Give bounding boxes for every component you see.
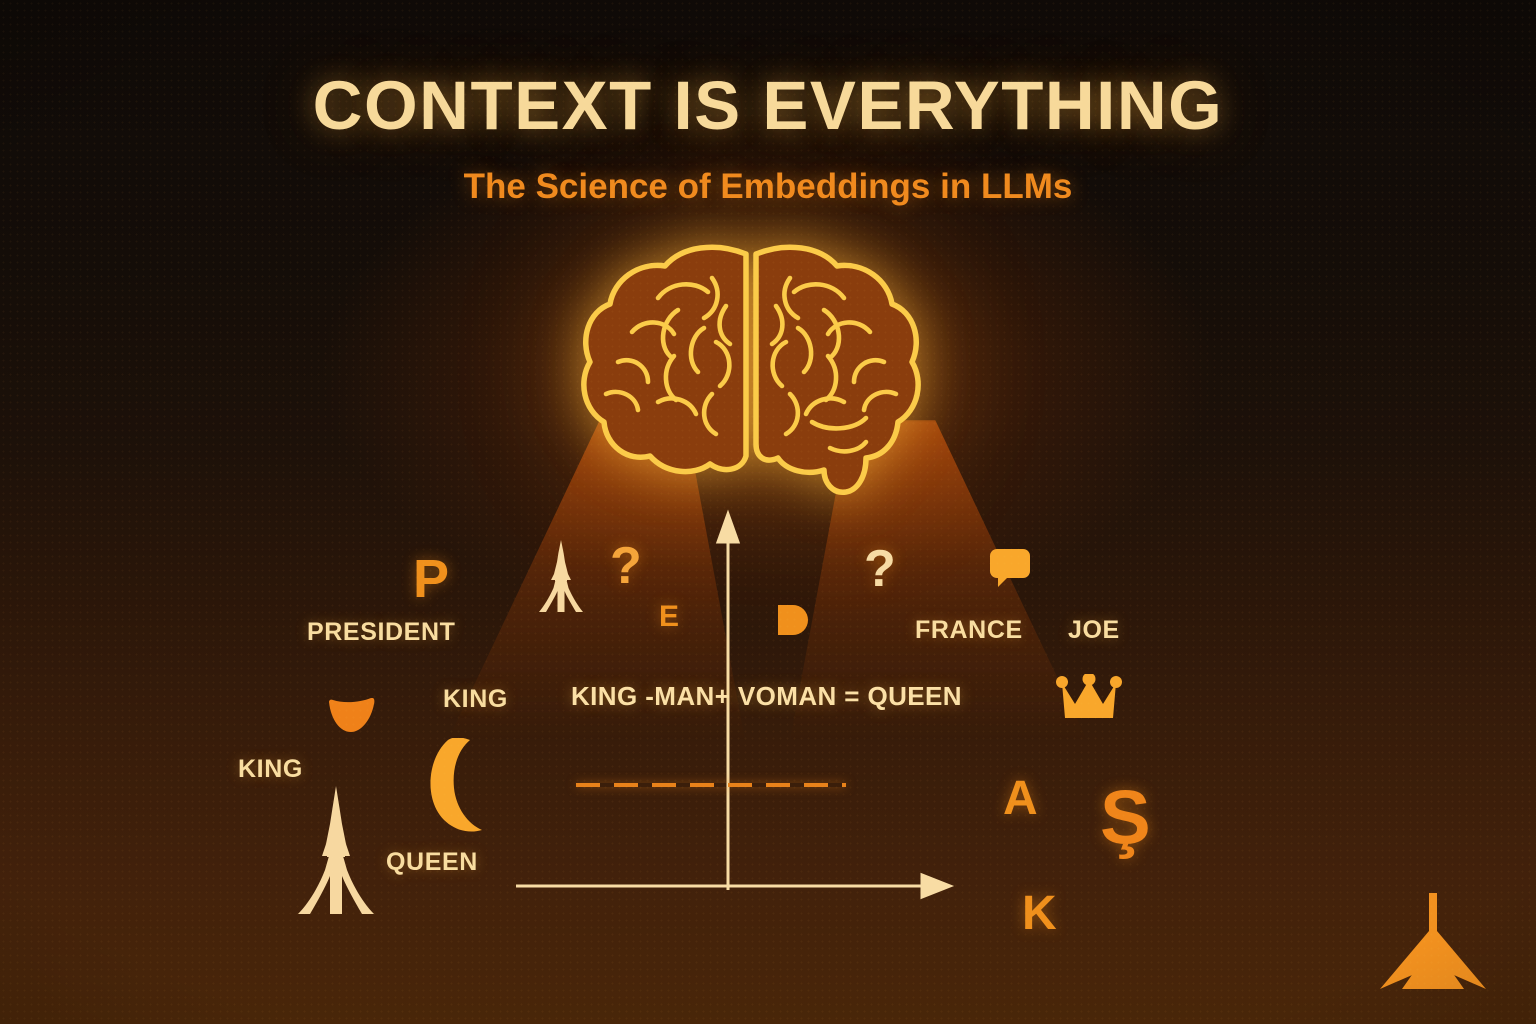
page-title: CONTEXT IS EVERYTHING [312,67,1224,144]
glyph-d-shape [778,605,808,635]
eiffel-tower-icon [539,540,583,612]
glyph-k: K [1022,887,1057,940]
glyph-question-right: ? [864,540,896,598]
label-joe: JOE [1068,616,1120,644]
label-president: PRESIDENT [307,618,456,646]
crown-icon [1056,674,1122,718]
label-king-left: KING [238,755,303,783]
x-axis-arrowhead [920,872,955,900]
glowing-brain-illustration [581,244,921,495]
glyph-e: E [659,600,680,633]
page-subtitle: The Science of Embeddings in LLMs [463,167,1073,206]
embedding-equation: KING -MAN+ VOMAN = QUEEN [571,681,962,711]
bowl-icon [329,698,375,732]
glyph-p: P [413,549,450,609]
dashed-reference-line [576,783,846,787]
crescent-moon-icon [430,738,482,832]
speech-bubble-icon [990,549,1030,587]
y-axis-arrowhead [715,509,741,544]
triangle-arrow-logo [1380,893,1486,989]
glyph-a: A [1003,772,1038,825]
label-king-top: KING [443,685,508,713]
label-france: FRANCE [915,616,1023,644]
glyph-s-cedilla: Ş [1100,775,1151,860]
label-queen: QUEEN [386,848,478,876]
eiffel-tower-icon [298,786,374,914]
glyph-question-left: ? [610,537,642,595]
